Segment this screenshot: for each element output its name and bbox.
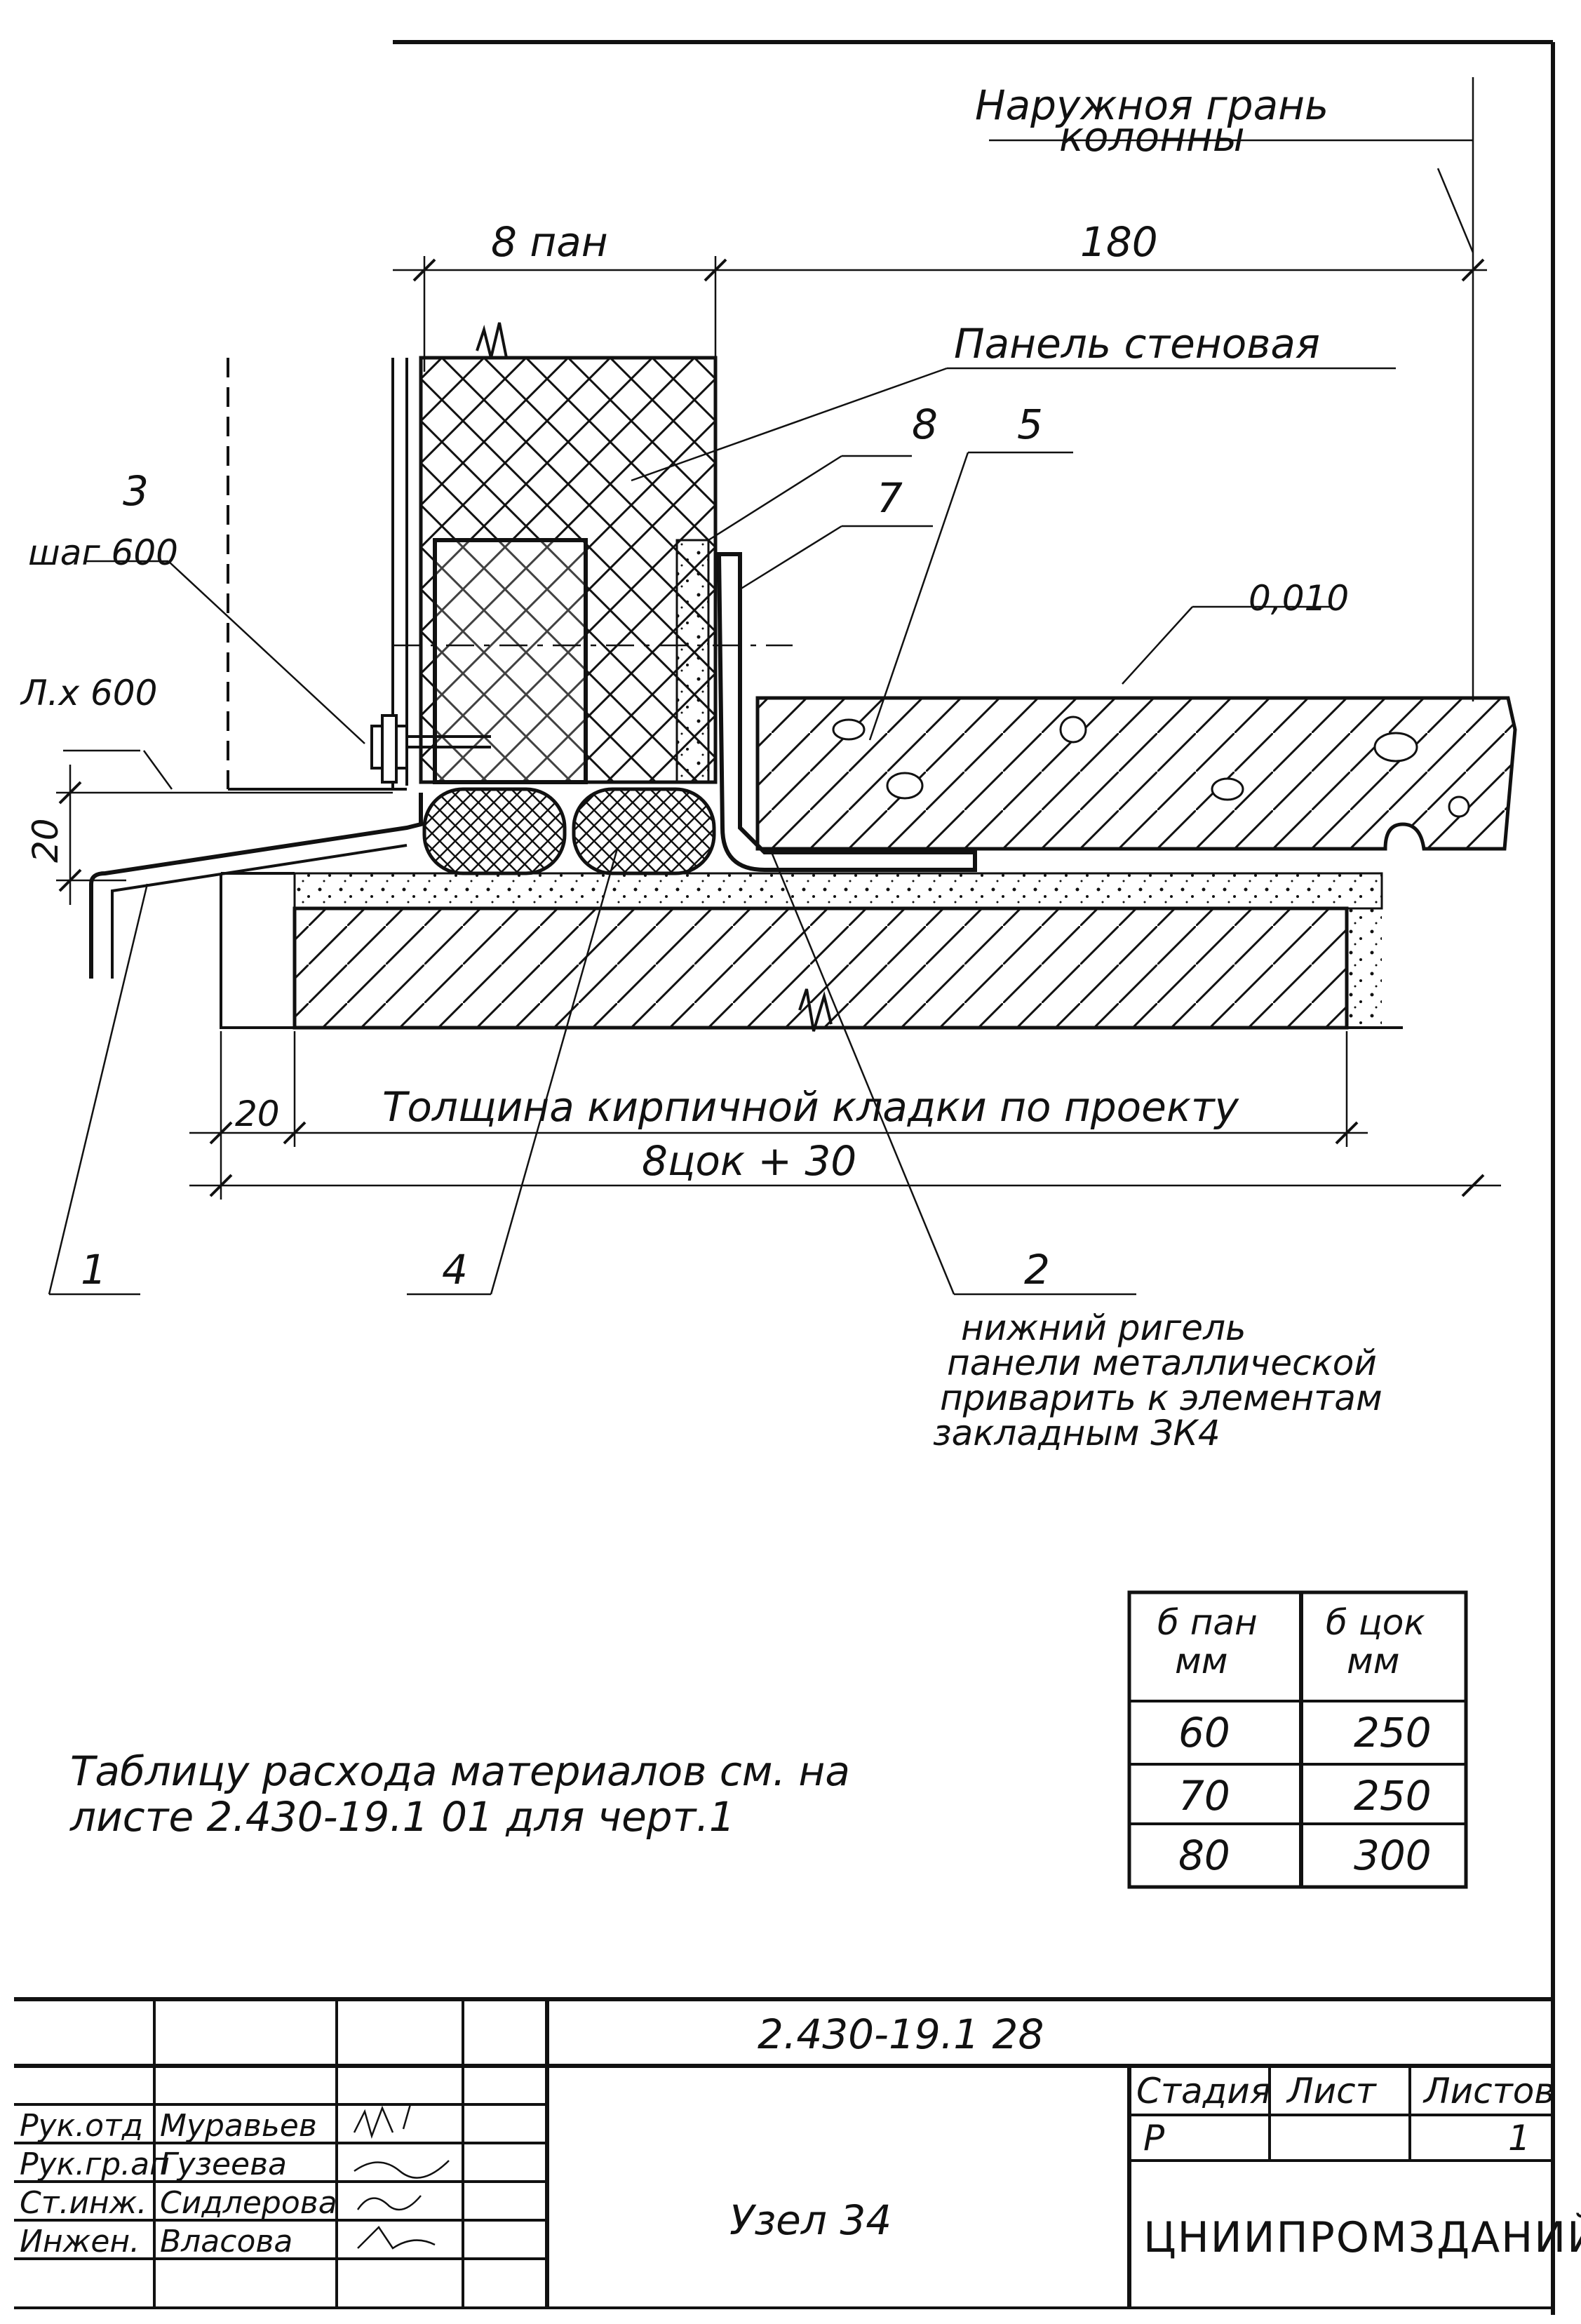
note-2-line-1: нижний ригель: [961, 1308, 1246, 1348]
table-cell-r1c1: 60: [1178, 1709, 1230, 1757]
sig-role-4: Инжен.: [20, 2224, 140, 2259]
materials-note-line-2: листе 2.430-19.1 01 для черт.1: [69, 1793, 735, 1841]
b-tsok-label: 8цок + 30: [642, 1137, 856, 1185]
pos-5-label: 5: [1017, 401, 1043, 448]
table-cell-r3c1: 80: [1178, 1832, 1230, 1879]
sig-name-1: Муравьев: [160, 2108, 317, 2144]
l-600-label: Л.х 600: [20, 673, 157, 713]
dim-180-label: 180: [1080, 218, 1158, 266]
sheets-header: Листов: [1422, 2071, 1555, 2111]
sheets-value: 1: [1508, 2118, 1530, 2158]
dimension-table: б пан мм б цок мм 60 250 70 250 80 300: [1127, 1590, 1468, 1889]
table-cell-r2c1: 70: [1178, 1772, 1230, 1820]
table-header-b-tsok: б цок: [1326, 1602, 1425, 1643]
sig-name-4: Власова: [160, 2224, 292, 2259]
sig-role-1: Рук.отд: [20, 2108, 143, 2144]
node-title: Узел 34: [729, 2196, 892, 2244]
pos-4-label: 4: [442, 1246, 468, 1294]
sheet-frame: [393, 40, 1555, 2315]
floor-slab: [755, 696, 1517, 851]
column-outline: [227, 358, 407, 791]
materials-note-line-1: Таблицу расхода материалов см. на: [70, 1747, 850, 1795]
sig-role-3: Ст.инж.: [20, 2185, 147, 2221]
table-header-b-pan-unit: мм: [1175, 1641, 1227, 1681]
brick-thickness-label: Толщина кирпичной кладки по проекту: [382, 1083, 1239, 1131]
pos-8-label: 8: [912, 401, 938, 448]
table-cell-r2c2: 250: [1354, 1772, 1432, 1820]
flashing-element-1: [89, 793, 423, 979]
table-cell-r1c2: 250: [1354, 1709, 1432, 1757]
dimension-lines: [56, 77, 1501, 1200]
table-header-b-pan: б пан: [1157, 1602, 1258, 1643]
wall-panel: [393, 322, 793, 786]
mortar-bed: [293, 872, 1383, 1028]
note-2-line-4: закладным ЗК4: [933, 1413, 1220, 1453]
stage-header: Стадия: [1136, 2071, 1271, 2111]
pos-7-label: 7: [877, 474, 903, 522]
sig-name-3: Сидлерова: [160, 2185, 337, 2221]
sig-role-2: Рук.гр.ап: [20, 2147, 170, 2182]
panel-label: Панель стеновая: [954, 320, 1320, 368]
dim-20-bottom-label: 20: [235, 1094, 280, 1134]
sealant-gaskets: [422, 787, 716, 875]
pos-1-label: 1: [81, 1246, 107, 1294]
steel-angle-7: [716, 552, 977, 872]
sig-name-2: Гузеева: [160, 2147, 287, 2182]
anchor-bolt: [370, 714, 491, 784]
pos-2-label: 2: [1024, 1246, 1050, 1294]
organization-name: ЦНИИПРОМЗДАНИЙ: [1143, 2212, 1581, 2262]
dim-20-left-label: 20: [25, 818, 66, 863]
brick-plinth: [220, 872, 1403, 1032]
node-detail-drawing: Наружноя грань колонны 8 пан 180 Панель …: [20, 77, 1517, 1453]
note-2-line-3: приварить к элементам: [940, 1378, 1382, 1418]
doc-number: 2.430-19.1 28: [758, 2010, 1044, 2058]
table-header-b-tsok-unit: мм: [1347, 1641, 1399, 1681]
leader-lines: [48, 139, 1474, 1296]
stage-value: Р: [1143, 2118, 1165, 2158]
outer-face-label-2: колонны: [1059, 113, 1245, 161]
b-pan-dim-label: 8 пан: [491, 218, 608, 266]
step-600-label: шаг 600: [28, 532, 178, 573]
title-block: 2.430-19.1 28 Узел 34 Стадия Лист Листов…: [14, 1997, 1581, 2309]
signature-marks: [353, 2104, 450, 2250]
table-cell-r3c2: 300: [1354, 1832, 1432, 1879]
level-label: 0,010: [1249, 578, 1349, 619]
note-2-line-2: панели металлической: [947, 1343, 1377, 1383]
outer-face-label-1: Наружноя грань: [975, 81, 1328, 129]
pos-3-label: 3: [123, 467, 149, 515]
sheet-header: Лист: [1286, 2071, 1378, 2111]
